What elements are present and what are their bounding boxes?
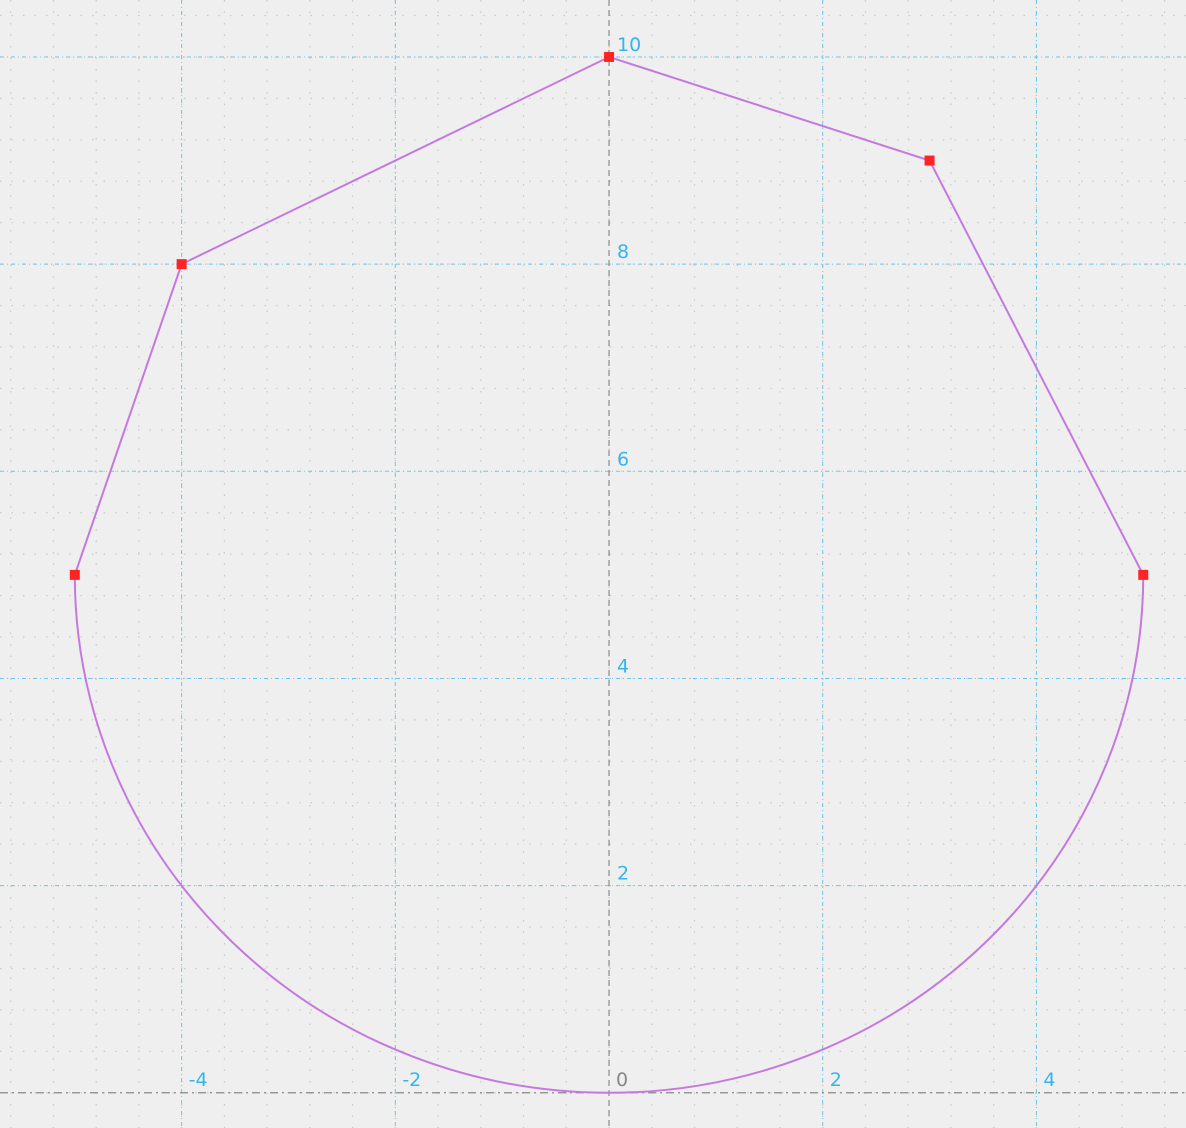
y-tick-label: 6 (617, 448, 629, 470)
control-point[interactable] (924, 155, 935, 166)
x-tick-label: -2 (402, 1069, 421, 1091)
x-tick-label: 2 (830, 1069, 842, 1091)
y-tick-label: 2 (617, 863, 629, 885)
tick-labels: -4 -2 0 2 4 2 4 6 8 10 (189, 34, 1056, 1091)
origin-label: 0 (616, 1069, 628, 1091)
y-tick-label: 8 (617, 241, 629, 263)
control-point[interactable] (69, 569, 80, 580)
y-tick-label: 4 (617, 655, 629, 677)
x-tick-label: -4 (189, 1069, 208, 1091)
control-points[interactable] (69, 51, 1149, 580)
control-point[interactable] (604, 51, 615, 62)
control-point[interactable] (176, 259, 187, 270)
x-tick-label: 4 (1043, 1069, 1055, 1091)
y-tick-label: 10 (617, 34, 641, 56)
control-point[interactable] (1138, 569, 1149, 580)
curve-shape[interactable] (73, 55, 1145, 1094)
outline-path[interactable] (73, 55, 1145, 1094)
